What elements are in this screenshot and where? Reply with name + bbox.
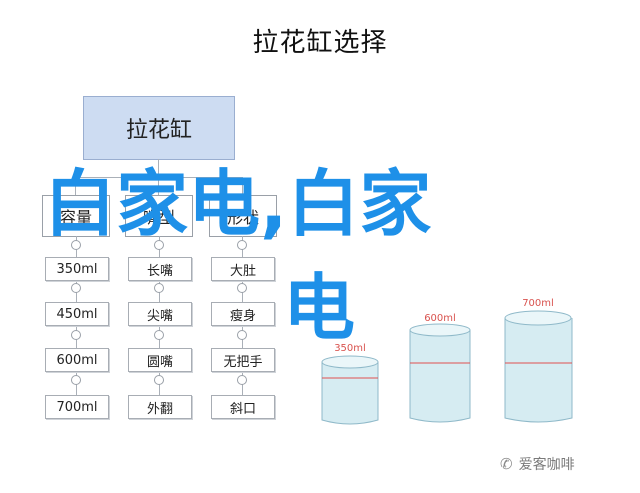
cup-small	[321, 355, 379, 425]
watermark-text: 爱客咖啡	[518, 457, 575, 473]
cup-label-small: 350ml	[334, 343, 366, 354]
item-label: 斜口	[229, 401, 256, 417]
item-node: 外翻	[128, 395, 192, 419]
root-node: 拉花缸	[83, 96, 235, 160]
root-node-label: 拉花缸	[125, 118, 192, 143]
cup-large	[504, 310, 573, 423]
item-label: 600ml	[56, 352, 98, 368]
connector-branch-1	[75, 177, 76, 195]
item-node: 尖嘴	[128, 302, 192, 326]
connector-dot	[237, 283, 247, 293]
item-node: 圆嘴	[128, 348, 192, 372]
connector-dot	[71, 240, 81, 250]
connector-branch-horizontal	[75, 177, 243, 178]
item-label: 无把手	[223, 354, 263, 370]
item-label: 圆嘴	[146, 354, 173, 370]
connector-dot	[71, 330, 81, 340]
item-node: 350ml	[45, 257, 109, 281]
connector-dot	[154, 283, 164, 293]
diagram-title: 拉花缸选择	[252, 28, 388, 58]
item-label: 450ml	[56, 306, 98, 322]
cup-medium	[409, 323, 471, 423]
overlay-text-line1: 白家电,白家	[44, 162, 432, 246]
item-label: 长嘴	[146, 263, 173, 279]
connector-dot	[154, 240, 164, 250]
item-node: 大肚	[211, 257, 275, 281]
category-label: 形状	[226, 208, 259, 227]
category-node-shape: 形状	[209, 195, 277, 237]
item-node: 无把手	[211, 348, 275, 372]
wechat-icon: ✆	[500, 455, 513, 473]
item-node: 斜口	[211, 395, 275, 419]
item-node: 700ml	[45, 395, 109, 419]
category-node-spout: 嘴型	[125, 195, 193, 237]
connector-dot	[237, 375, 247, 385]
watermark: ✆ 爱客咖啡	[500, 454, 575, 474]
cup-label-large: 700ml	[522, 298, 554, 309]
item-label: 尖嘴	[146, 308, 173, 324]
category-label: 嘴型	[142, 208, 175, 227]
category-label: 容量	[59, 208, 92, 227]
connector-dot	[237, 330, 247, 340]
item-label: 大肚	[229, 263, 256, 279]
overlay-text-line2: 电	[283, 266, 356, 350]
connector-dot	[237, 240, 247, 250]
item-label: 350ml	[56, 261, 98, 277]
connector-dot	[71, 283, 81, 293]
connector-branch-3	[242, 177, 243, 195]
item-node: 瘦身	[211, 302, 275, 326]
item-node: 600ml	[45, 348, 109, 372]
connector-root-down	[158, 159, 159, 177]
item-node: 450ml	[45, 302, 109, 326]
connector-dot	[154, 330, 164, 340]
connector-dot	[71, 375, 81, 385]
connector-branch-2	[158, 177, 159, 195]
cups-illustration	[321, 310, 573, 425]
item-label: 外翻	[146, 401, 173, 417]
item-label: 瘦身	[229, 308, 256, 324]
cup-label-medium: 600ml	[424, 313, 456, 324]
item-node: 长嘴	[128, 257, 192, 281]
item-label: 700ml	[56, 399, 98, 415]
connector-dot	[154, 375, 164, 385]
